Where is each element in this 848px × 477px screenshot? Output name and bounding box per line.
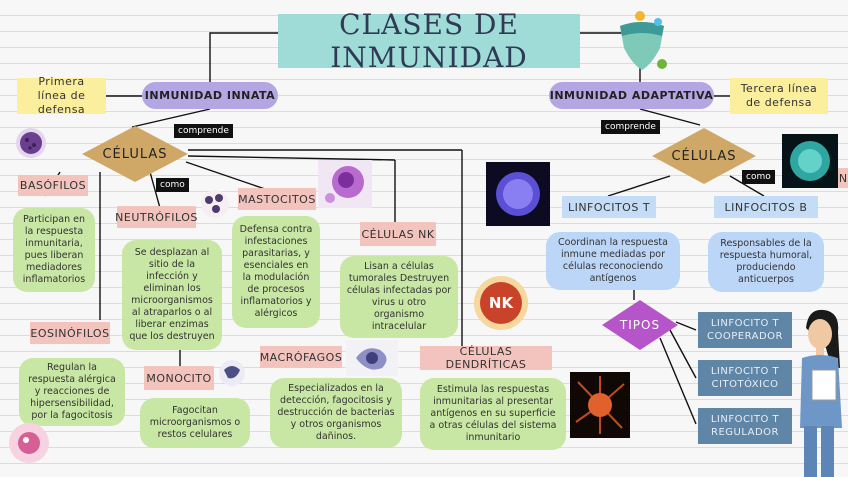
cut-label: N: [838, 168, 848, 188]
cell-sticker-icon: [9, 423, 49, 463]
mast-cells-desc: Defensa contra infestaciones parasitaria…: [232, 216, 320, 328]
basophil-cell-icon: [16, 128, 46, 158]
type-t-helper: LINFOCITO T COOPERADOR: [698, 312, 792, 348]
shield-virus-icon: [620, 11, 667, 70]
types-label: TIPOS: [619, 318, 661, 332]
adaptive-cells-label: CÉLULAS: [671, 148, 737, 164]
mast-cell-icon: [318, 160, 372, 208]
eosinophils-desc: Regulan la respuesta alérgica y reaccion…: [19, 358, 125, 426]
doctor-illustration: [800, 309, 842, 477]
adaptive-immunity-pill: INMUNIDAD ADAPTATIVA: [549, 82, 714, 109]
lymphocyte-cell-icon: [486, 162, 550, 226]
type-t-regulatory: LINFOCITO T REGULADOR: [698, 408, 792, 444]
lymph-b-label: LINFOCITOS B: [714, 196, 818, 218]
nk-cells-desc: Lisan a células tumorales Destruyen célu…: [340, 256, 458, 338]
eosinophils-label: EOSINÓFILOS: [30, 322, 110, 344]
lymph-t-label: LINFOCITOS T: [562, 196, 656, 218]
monocyte-desc: Fagocitan microorganismos o restos celul…: [140, 398, 250, 448]
macrophages-desc: Especializados en la detección, fagocito…: [270, 378, 402, 448]
monocyte-cell-icon: [219, 360, 245, 386]
dendritic-cell-icon: [570, 372, 630, 438]
innate-immunity-pill: INMUNIDAD INNATA: [142, 82, 278, 109]
neutrophil-cell-icon: [201, 190, 229, 218]
nk-cell-icon: [474, 276, 528, 330]
innate-como-tag: como: [156, 178, 189, 192]
innate-defense-note: Primera línea de defensa: [17, 75, 106, 116]
adaptive-comprende-tag: comprende: [601, 120, 660, 134]
adaptive-defense-note: Tercera línea de defensa: [730, 78, 828, 114]
innate-cells-label: CÉLULAS: [102, 146, 168, 162]
lymph-t-desc: Coordinan la respuesta inmune mediadas p…: [546, 232, 680, 290]
mast-cells-label: MASTOCITOS: [238, 188, 316, 210]
types-diamond: [602, 300, 678, 350]
type-t-cytotoxic: LINFOCITO T CITOTÓXICO: [698, 360, 792, 396]
basophils-desc: Participan en la respuesta inmunitaria, …: [13, 208, 95, 292]
adaptive-cells-diamond: [652, 128, 756, 184]
innate-cells-diamond: [82, 126, 188, 182]
macrophages-label: MACRÓFAGOS: [260, 346, 342, 368]
nk-cells-label: CÉLULAS NK: [360, 222, 436, 246]
macrophage-cell-icon: [346, 340, 398, 376]
dendritic-cells-desc: Estimula las respuestas inmunitarias al …: [420, 378, 566, 450]
neutrophils-label: NEUTRÓFILOS: [115, 206, 197, 228]
nk-badge: NK: [488, 294, 514, 312]
monocyte-label: MONOCITO: [144, 366, 214, 390]
lymph-b-desc: Responsables de la respuesta humoral, pr…: [708, 232, 824, 292]
dendritic-cells-label: CÉLULAS DENDRÍTICAS: [420, 345, 552, 371]
neutrophils-desc: Se desplazan al sitio de la infección y …: [122, 240, 222, 350]
page-title: CLASES DE INMUNIDAD: [278, 8, 580, 74]
adaptive-como-tag: como: [742, 170, 775, 184]
basophils-label: BASÓFILOS: [18, 175, 88, 196]
innate-comprende-tag: comprende: [174, 124, 233, 138]
b-cell-icon: [782, 134, 838, 188]
